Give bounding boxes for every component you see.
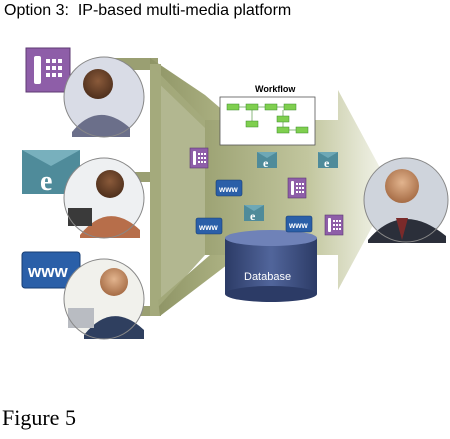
svg-text:www: www xyxy=(288,221,308,230)
database-cylinder: Database xyxy=(225,230,317,302)
phone-icon xyxy=(324,214,344,236)
web-icon: www xyxy=(285,215,313,233)
phone-icon xyxy=(189,147,209,169)
svg-text:e: e xyxy=(263,156,269,170)
diagram-title: Option 3: IP-based multi-media platform xyxy=(4,2,292,19)
web-channel-icon: www xyxy=(21,251,81,289)
agent-photo-target xyxy=(363,157,449,243)
email-icon: e xyxy=(257,152,277,170)
phone-icon xyxy=(287,177,307,199)
web-icon: www xyxy=(215,179,243,197)
svg-text:e: e xyxy=(40,166,52,197)
phone-channel-icon xyxy=(25,47,71,93)
svg-text:www: www xyxy=(27,262,68,281)
agent-photo-email xyxy=(63,157,145,239)
email-icon: e xyxy=(244,205,264,223)
svg-text:www: www xyxy=(218,185,238,194)
email-channel-icon: e xyxy=(22,150,80,197)
agent-photo-web xyxy=(63,258,145,340)
workflow-label: Workflow xyxy=(255,84,296,94)
email-icon: e xyxy=(318,152,338,170)
svg-text:www: www xyxy=(198,223,218,232)
web-icon: www xyxy=(195,217,223,235)
workflow-box: Workflow xyxy=(219,84,316,146)
figure-caption: Figure 5 xyxy=(2,405,76,430)
svg-text:e: e xyxy=(250,209,256,223)
agent-photo-phone xyxy=(63,56,145,138)
database-label: Database xyxy=(244,271,291,283)
svg-text:e: e xyxy=(324,156,330,170)
